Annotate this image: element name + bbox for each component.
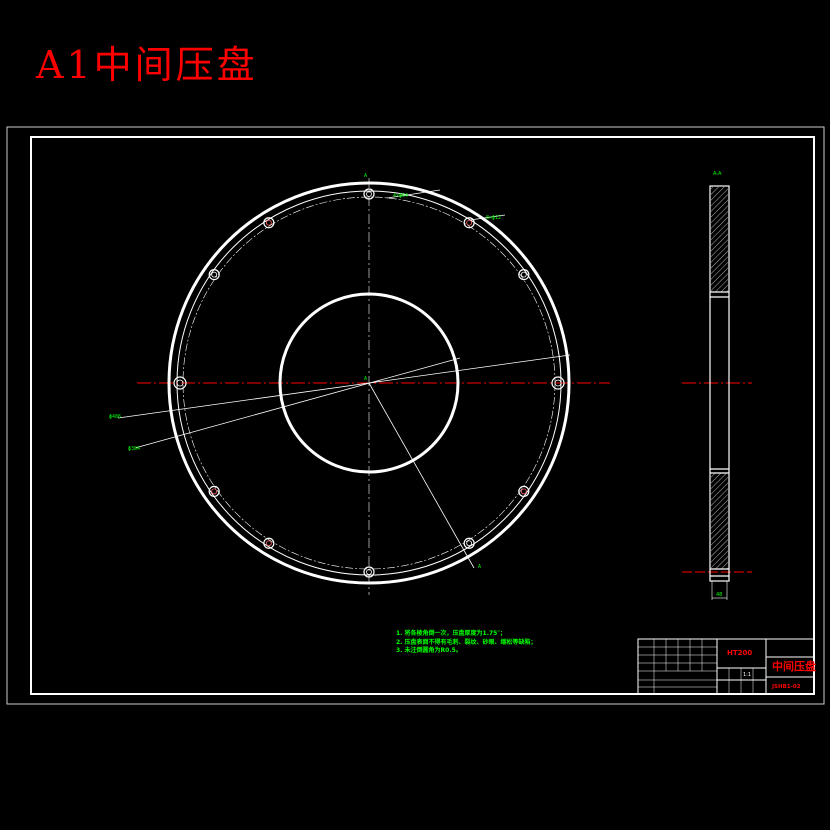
dim-outer-diameter: ɸ486 <box>109 414 121 420</box>
title-block-material: HT200 <box>727 649 752 657</box>
bolt-hole-inner <box>520 488 527 495</box>
note-line: 2. 压盘表面不得有毛刺、裂纹、砂眼、缩松等缺陷； <box>396 638 537 646</box>
bolt-hole <box>208 268 220 281</box>
bolt-hole-inner <box>520 271 527 278</box>
title-block-part-name: 中间压盘 <box>772 659 816 673</box>
drawing-frame <box>30 136 815 695</box>
bolt-hole-inner <box>265 540 272 547</box>
title-block-scale: 1:1 <box>743 672 751 678</box>
section-mark-bottom: A <box>478 564 481 570</box>
bolt-hole <box>208 485 220 498</box>
outer-rim <box>167 181 571 585</box>
technical-notes: 1. 将各棱角倒一次，压盘厚度为1.75″； 2. 压盘表面不得有毛刺、裂纹、砂… <box>396 630 537 656</box>
bolt-hole <box>463 537 475 549</box>
section-mark-top: A <box>364 173 367 179</box>
bolt-hole <box>363 188 375 200</box>
bolt-hole <box>363 566 375 578</box>
dim-hole-small: 8×ɸ12 <box>486 215 501 221</box>
leader-lines <box>117 189 571 569</box>
bolt-hole <box>518 268 530 281</box>
section-view <box>709 185 730 600</box>
bolt-hole-inner <box>366 191 372 197</box>
bolt-hole-inner <box>366 569 372 575</box>
dim-bore-diameter: ɸ384 <box>128 446 140 452</box>
bolt-hole-inner <box>265 219 272 226</box>
center-bore <box>278 292 460 474</box>
bolt-hole-inner <box>176 379 184 387</box>
section-label: A-A <box>713 171 722 177</box>
bolt-hole-inner <box>466 540 473 547</box>
bolt-hole-inner <box>211 488 218 495</box>
bolt-hole <box>518 485 530 498</box>
hatch-bottom <box>711 473 728 569</box>
centerlines <box>137 382 752 573</box>
dim-hole-large: 4×ɸ64 <box>393 193 408 199</box>
bolt-hole-inner <box>466 219 473 226</box>
title-block <box>637 638 815 695</box>
page-title: A1中间压盘 <box>36 43 258 87</box>
bolt-hole-inner <box>211 271 218 278</box>
thickness-dimension: 48 <box>716 592 722 598</box>
bolt-hole-inner <box>554 379 562 387</box>
bolt-hole <box>463 217 475 229</box>
bolt-hole <box>173 376 187 390</box>
note-line: 3. 未注倒圆角为R0.5。 <box>396 647 462 654</box>
dimension-labels: ɸ486 ɸ384 4×ɸ64 8×ɸ12 A A A <box>109 173 501 570</box>
sheet-border <box>6 126 825 705</box>
title-block-code: JSHB1-02 <box>771 684 801 690</box>
bolt-hole <box>551 376 565 390</box>
bolt-hole <box>263 537 275 549</box>
note-line: 1. 将各棱角倒一次，压盘厚度为1.75″； <box>396 630 507 637</box>
bolt-holes <box>173 188 565 578</box>
hatch-top <box>711 187 728 292</box>
bolt-hole <box>263 217 275 229</box>
center-mark: A <box>364 376 367 382</box>
